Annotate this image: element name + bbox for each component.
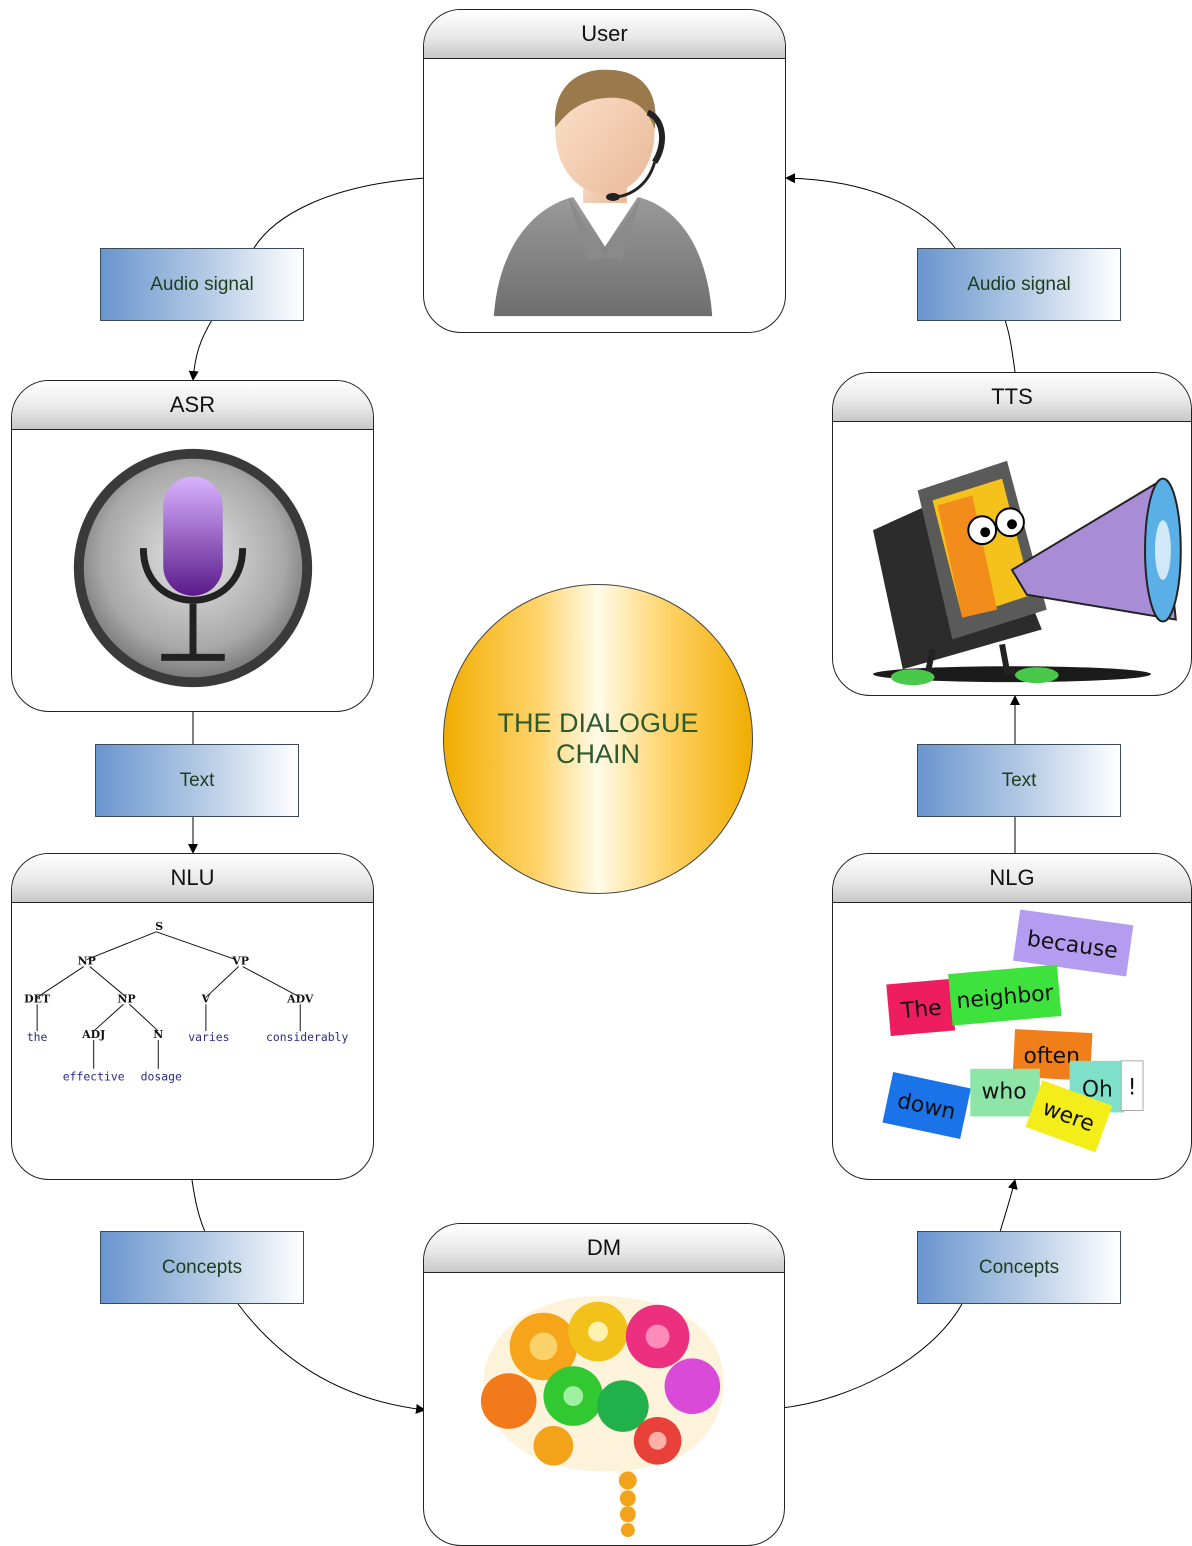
tree-word: considerably: [266, 1030, 349, 1044]
tree-node: ADV: [286, 992, 314, 1005]
center-label: THE DIALOGUE CHAIN: [497, 707, 699, 769]
node-asr: ASR: [11, 380, 374, 712]
node-nlg-title: NLG: [833, 854, 1191, 903]
tree-word: dosage: [141, 1070, 182, 1084]
edge-user-to-asr-tail: [188, 319, 213, 381]
word-card: !: [1128, 1076, 1137, 1101]
node-tts-title: TTS: [833, 373, 1191, 422]
tree-node: S: [155, 920, 163, 933]
edge-label-asr-to-nlu: Text: [95, 744, 299, 817]
gear-brain-icon: [480, 1296, 724, 1538]
edge-dm-to-nlg-tail: [999, 1179, 1018, 1233]
edge-tts-to-user-tail: [785, 173, 956, 249]
edge-tts-to-user: [1004, 319, 1016, 373]
edge-label-nlu-to-dm: Concepts: [100, 1231, 304, 1304]
edge-user-to-asr: [249, 177, 426, 256]
tree-word: effective: [63, 1070, 125, 1084]
word-card: The: [899, 996, 943, 1025]
tree-word: the: [27, 1030, 48, 1044]
tree-node: NP: [78, 955, 96, 968]
edge-label-tts-to-user: Audio signal: [917, 248, 1121, 321]
tree-word: varies: [188, 1030, 229, 1044]
parse-tree-icon: S NP VP DET NP V ADV ADJ N the effective…: [24, 920, 349, 1084]
edge-nlu-to-dm: [191, 1179, 206, 1233]
node-tts: TTS: [832, 372, 1192, 696]
edge-label-user-to-asr: Audio signal: [100, 248, 304, 321]
word-cards-icon: because The neighbor often down who Oh w…: [882, 909, 1144, 1153]
tree-node: ADJ: [81, 1028, 105, 1041]
node-nlu-title: NLU: [12, 854, 373, 903]
microphone-icon: [73, 448, 313, 688]
node-dm-title: DM: [424, 1224, 784, 1273]
node-asr-title: ASR: [12, 381, 373, 430]
edge-label-nlg-to-tts: Text: [917, 744, 1121, 817]
node-nlu: NLU S NP VP DET NP V: [11, 853, 374, 1180]
node-user-title: User: [424, 10, 785, 59]
center-circle: THE DIALOGUE CHAIN: [443, 584, 753, 894]
megaphone-computer-icon: [873, 460, 1182, 686]
edge-dm-to-nlg: [781, 1303, 963, 1409]
word-card: who: [982, 1080, 1027, 1105]
node-nlg: NLG because The neighbor often down who …: [832, 853, 1192, 1180]
edge-nlu-to-dm-tail: [237, 1303, 426, 1414]
tree-node: N: [153, 1028, 163, 1041]
tree-node: VP: [231, 955, 249, 968]
tree-node: V: [201, 992, 211, 1005]
tree-node: DET: [24, 992, 50, 1005]
edge-label-dm-to-nlg: Concepts: [917, 1231, 1121, 1304]
tree-node: NP: [117, 992, 135, 1005]
node-user: User: [423, 9, 786, 333]
headset-user-icon: [493, 69, 713, 317]
node-dm: DM: [423, 1223, 785, 1546]
